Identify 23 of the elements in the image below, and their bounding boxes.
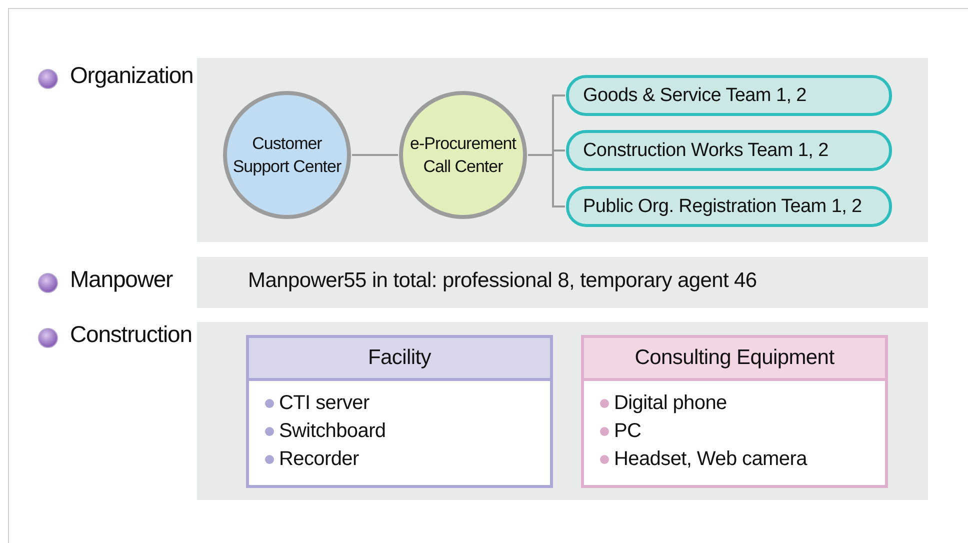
list-item: Digital phone: [614, 391, 727, 415]
section-heading: Manpower: [70, 266, 173, 293]
card-header: Consulting Equipment: [584, 338, 885, 381]
card-header: Facility: [249, 338, 550, 381]
connector-line: [528, 154, 565, 208]
section-heading: Organization: [70, 62, 194, 89]
list-card: [581, 335, 888, 488]
org-circle: e-Procurement Call Center: [399, 91, 527, 219]
org-circle: Customer Support Center: [223, 91, 351, 219]
team-pill: Goods & Service Team 1, 2: [566, 75, 892, 116]
list-item: PC: [614, 419, 642, 443]
connector-line: [352, 154, 398, 156]
summary-text: Manpower55 in total: professional 8, temporary agent 46: [248, 269, 757, 293]
section-heading: Construction: [70, 321, 192, 348]
team-pill: Construction Works Team 1, 2: [566, 130, 892, 171]
list-item: Switchboard: [279, 419, 386, 443]
list-item: CTI server: [279, 391, 370, 415]
section-panel: [197, 58, 928, 242]
section-panel: [197, 322, 928, 500]
list-item: Recorder: [279, 447, 359, 471]
team-pill: Public Org. Registration Team 1, 2: [566, 186, 892, 227]
list-card: [246, 335, 553, 488]
list-item: Headset, Web camera: [614, 447, 807, 471]
